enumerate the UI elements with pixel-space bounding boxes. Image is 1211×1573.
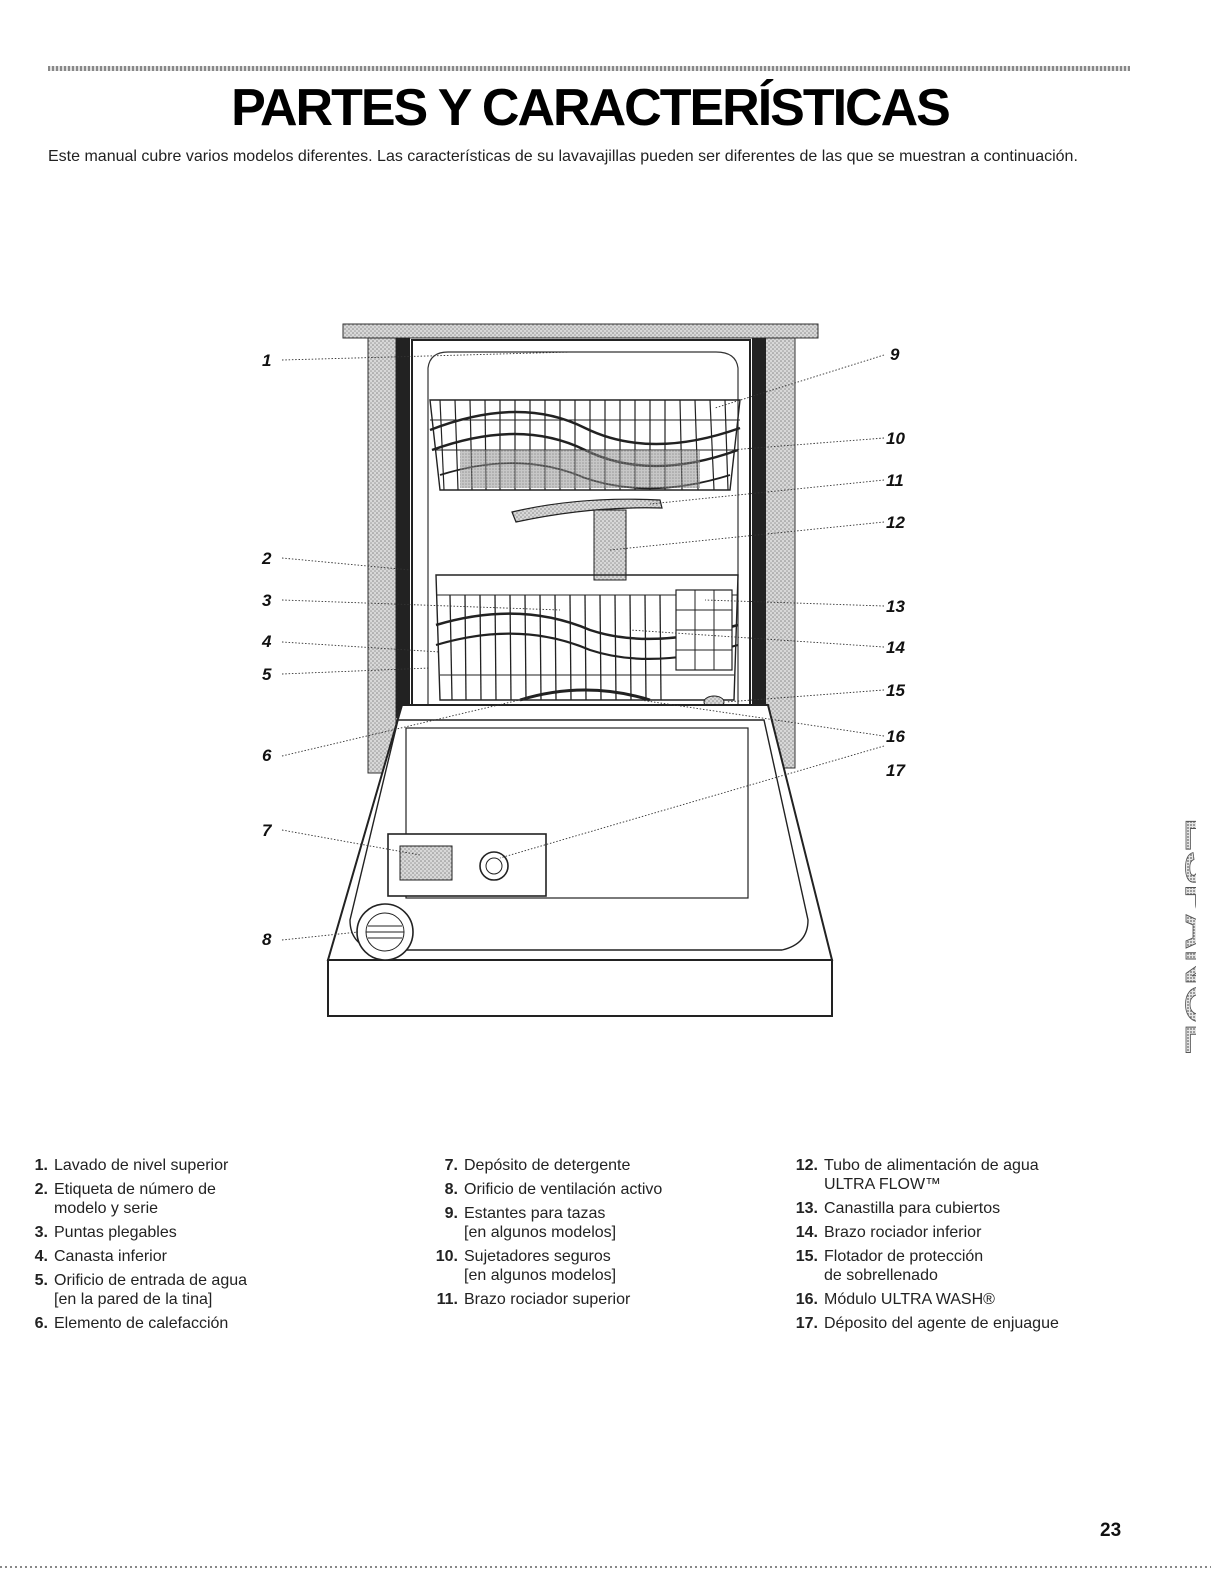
callout-2: 2	[261, 549, 272, 568]
detergent-dispenser	[387, 833, 547, 897]
upper-rack-shading	[460, 450, 700, 488]
legend-item: 17.Déposito del agente de enjuague	[795, 1315, 1059, 1332]
intro-paragraph: Este manual cubre varios modelos diferen…	[48, 148, 1078, 165]
left-cabinet	[367, 337, 397, 774]
side-tab-text: ESPAÑOL	[1177, 818, 1196, 1054]
right-cabinet	[764, 337, 796, 769]
leader-lines	[281, 351, 885, 941]
callout-4: 4	[261, 632, 272, 651]
callout-5: 5	[262, 665, 272, 684]
page-number: 23	[1100, 1520, 1122, 1541]
page-title: PARTES Y CARACTERÍSTICAS	[231, 79, 951, 137]
vent	[356, 903, 414, 961]
door-front-panel	[327, 959, 833, 1017]
legend-item: 10.Sujetadores seguros[en algunos modelo…	[435, 1248, 617, 1284]
callout-14: 14	[886, 638, 905, 657]
callout-10: 10	[886, 429, 905, 448]
countertop	[342, 323, 819, 339]
legend-item: 9.Estantes para tazas[en algunos modelos…	[444, 1205, 617, 1241]
callout-16: 16	[886, 727, 905, 746]
legend-item: 8.Orificio de ventilación activo	[444, 1181, 663, 1198]
legend-item: 7.Depósito de detergente	[444, 1157, 631, 1174]
left-frame	[396, 338, 410, 718]
top-rule	[48, 66, 1130, 71]
legend-item: 3.Puntas plegables	[34, 1224, 177, 1241]
water-feed-tube	[593, 509, 627, 581]
callout-6: 6	[262, 746, 272, 765]
right-frame	[752, 338, 766, 718]
legend-item: 1.Lavado de nivel superior	[34, 1157, 229, 1174]
callout-12: 12	[886, 513, 905, 532]
callout-9: 9	[890, 345, 900, 364]
callout-1: 1	[262, 351, 271, 370]
legend-item: 6.Elemento de calefacción	[34, 1315, 229, 1332]
legend-item: 14.Brazo rociador inferior	[795, 1224, 982, 1241]
silverware-basket	[675, 589, 733, 671]
bottom-rule	[0, 1566, 1211, 1568]
callout-17: 17	[886, 761, 906, 780]
legend-item: 13.Canastilla para cubiertos	[795, 1200, 1001, 1217]
legend-item: 5.Orificio de entrada de agua[en la pare…	[34, 1272, 248, 1308]
callout-13: 13	[886, 597, 905, 616]
legend-item: 11.Brazo rociador superior	[436, 1291, 631, 1308]
tub-inner	[427, 351, 739, 706]
door-recess	[405, 727, 749, 899]
lower-rack-tines	[449, 594, 662, 701]
dishwasher-diagram: 1 2 3 4 5 6 7 8 9 10 11 12 13 14 15 16 1…	[261, 323, 906, 1017]
door-inner	[349, 719, 809, 951]
callout-3: 3	[262, 591, 272, 610]
legend-column-2: 7.Depósito de detergente 8.Orificio de v…	[410, 1156, 740, 1314]
heating-element	[519, 688, 651, 702]
legend-item: 16.Módulo ULTRA WASH®	[795, 1291, 995, 1308]
language-side-tab: ESPAÑOL	[1177, 818, 1196, 1055]
callout-15: 15	[886, 681, 905, 700]
legend-column-1: 1.Lavado de nivel superior 2.Etiqueta de…	[0, 1156, 330, 1338]
callout-11: 11	[886, 471, 904, 490]
legend-item: 4.Canasta inferior	[34, 1248, 167, 1265]
upper-rack-tines	[439, 399, 729, 491]
callout-7: 7	[262, 821, 273, 840]
callout-8: 8	[262, 930, 272, 949]
upper-spray-arm	[511, 498, 663, 523]
